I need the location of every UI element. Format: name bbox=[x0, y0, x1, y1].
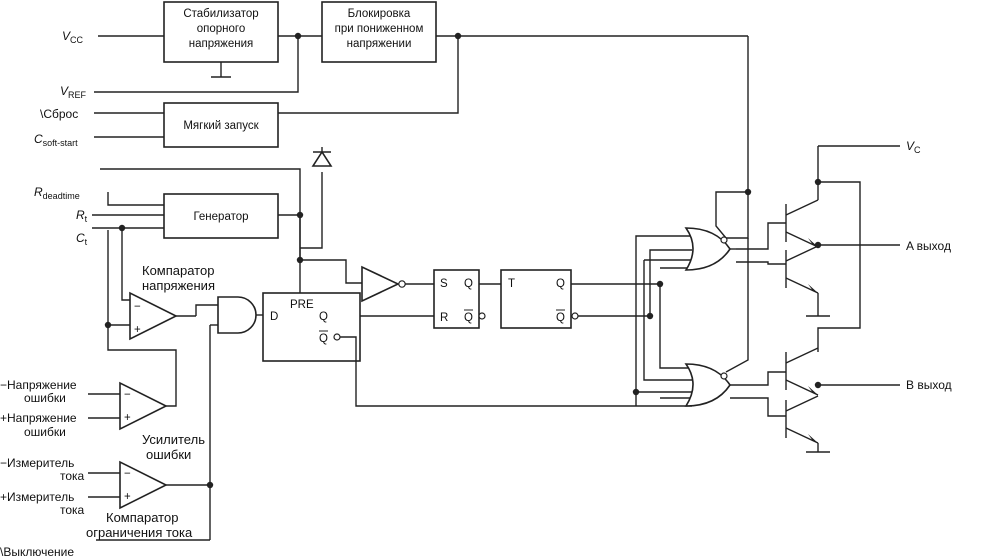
cs-plus-label-2: тока bbox=[60, 503, 85, 517]
d-flipflop: PRE D Q Q bbox=[262, 292, 692, 407]
uvlo-label-3: напряжении bbox=[347, 38, 412, 50]
shutdown-pin-label: \Выключение bbox=[0, 545, 74, 559]
reference-regulator-label-1: Стабилизатор bbox=[183, 8, 258, 20]
cs-minus-label-1: −Измеритель bbox=[0, 456, 74, 470]
svg-text:−: − bbox=[134, 301, 141, 313]
error-plus-label-2: ошибки bbox=[24, 425, 66, 439]
vc-pin-label: VC bbox=[906, 139, 921, 155]
svg-text:+: + bbox=[124, 491, 131, 503]
voltage-comparator-label-2: напряжения bbox=[142, 278, 215, 293]
error-amplifier: − + bbox=[88, 377, 177, 431]
reference-regulator-label-2: опорного bbox=[197, 23, 246, 35]
svg-text:T: T bbox=[508, 278, 515, 290]
rt-pin-label: Rt bbox=[76, 208, 88, 224]
csoftstart-pin-label: Csoft-start bbox=[34, 132, 78, 148]
supply-wires bbox=[164, 35, 749, 249]
error-plus-label-1: +Напряжение bbox=[0, 411, 77, 425]
and-gate bbox=[210, 296, 263, 334]
cs-minus-label-2: тока bbox=[60, 469, 85, 483]
nor-gate-b bbox=[684, 363, 786, 417]
soft-start-label: Мягкий запуск bbox=[183, 120, 259, 132]
svg-text:PRE: PRE bbox=[290, 299, 314, 311]
sr-latch: S R Q Q bbox=[433, 269, 501, 329]
svg-text:S: S bbox=[440, 278, 448, 290]
inverter bbox=[361, 265, 434, 303]
current-comparator: − + bbox=[88, 325, 211, 541]
voltage-comparator-label-1: Компаратор bbox=[142, 263, 214, 278]
nor-gate-a bbox=[684, 222, 786, 271]
svg-text:Q: Q bbox=[319, 311, 328, 323]
svg-text:Q: Q bbox=[319, 333, 328, 345]
error-amp-label-1: Усилитель bbox=[142, 432, 205, 447]
soft-start-diode bbox=[311, 150, 333, 167]
output-stage-a bbox=[785, 145, 900, 317]
oscillator-block bbox=[163, 193, 279, 239]
oscillator-label: Генератор bbox=[193, 211, 248, 223]
output-a-label: A выход bbox=[906, 239, 951, 253]
output-stage-b bbox=[785, 347, 900, 453]
vref-pin-label: VREF bbox=[60, 84, 87, 100]
current-comparator-label-2: ограничения тока bbox=[86, 525, 193, 540]
cs-plus-label-1: +Измеритель bbox=[0, 490, 74, 504]
svg-text:Q: Q bbox=[556, 278, 565, 290]
uvlo-block bbox=[321, 1, 437, 63]
error-minus-label-2: ошибки bbox=[24, 391, 66, 405]
ct-pin-label: Ct bbox=[76, 231, 88, 247]
soft-start-block bbox=[163, 102, 279, 148]
uvlo-label-1: Блокировка bbox=[348, 8, 411, 20]
ground-symbol bbox=[211, 62, 231, 78]
svg-text:D: D bbox=[270, 311, 278, 323]
vc-bus-wire bbox=[817, 181, 861, 352]
svg-text:R: R bbox=[440, 312, 448, 324]
uvlo-label-2: при пониженном bbox=[335, 23, 424, 35]
vcc-pin-label: VCC bbox=[62, 29, 84, 45]
reference-regulator-block bbox=[163, 1, 279, 63]
error-amp-label-2: ошибки bbox=[146, 447, 191, 462]
svg-text:Q: Q bbox=[464, 278, 473, 290]
current-comparator-label-1: Компаратор bbox=[106, 510, 178, 525]
svg-text:+: + bbox=[124, 412, 131, 424]
reset-pin-label: \Сброс bbox=[40, 107, 78, 121]
rdeadtime-pin-label: Rdeadtime bbox=[34, 185, 80, 201]
reference-regulator-label-3: напряжения bbox=[189, 38, 254, 50]
svg-text:−: − bbox=[124, 389, 131, 401]
output-b-label: B выход bbox=[906, 378, 952, 392]
svg-text:Q: Q bbox=[464, 312, 473, 324]
error-minus-label-1: −Напряжение bbox=[0, 378, 77, 392]
svg-text:Q: Q bbox=[556, 312, 565, 324]
gate-bus-wires bbox=[635, 191, 749, 406]
svg-text:−: − bbox=[124, 468, 131, 480]
voltage-comparator: − + bbox=[108, 291, 218, 341]
t-flipflop: T Q Q bbox=[500, 249, 692, 369]
svg-text:+: + bbox=[134, 324, 141, 336]
